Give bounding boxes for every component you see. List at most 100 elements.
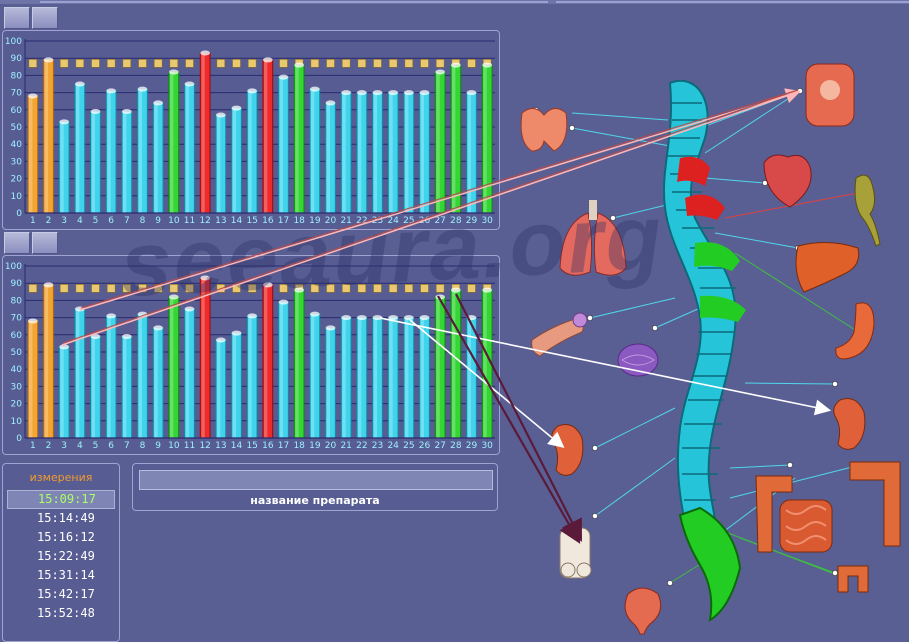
x-tick-label: 27 [434, 216, 445, 226]
reference-marker [357, 59, 367, 68]
bar-cap [341, 90, 352, 96]
nasopharynx-icon [805, 63, 855, 127]
bar-cap [341, 315, 352, 321]
bar-cap [59, 344, 70, 350]
bar-highlight [373, 317, 378, 438]
top-strip [0, 0, 909, 4]
bar-cap [27, 93, 38, 99]
x-tick-label: 27 [434, 441, 445, 451]
x-tick-label: 6 [108, 441, 114, 451]
reference-marker [75, 284, 85, 293]
x-tick-label: 2 [46, 441, 52, 451]
chart-tab-button-2[interactable] [32, 7, 58, 29]
measurement-item[interactable]: 15:31:14 [37, 568, 95, 582]
drug-panel: название препарата [132, 463, 498, 511]
reference-marker [122, 284, 132, 293]
anatomy-panel [520, 63, 901, 635]
chart-tab-button-3[interactable] [4, 232, 30, 254]
bar-highlight [357, 92, 362, 213]
x-tick-label: 24 [387, 216, 399, 226]
reference-marker [373, 284, 382, 293]
bar-highlight [75, 84, 80, 213]
bar-highlight [248, 315, 252, 438]
bar-cap [168, 294, 179, 300]
bar-cap [482, 287, 493, 293]
bar-highlight [91, 336, 96, 438]
bar-highlight [420, 92, 425, 213]
bar-highlight [467, 92, 472, 213]
x-tick-label: 13 [215, 216, 226, 226]
reference-marker [373, 59, 382, 68]
bar-highlight [263, 284, 268, 438]
measurement-item[interactable]: 15:16:12 [37, 530, 95, 544]
kidney-icon [551, 424, 584, 476]
y-tick-label: 90 [11, 54, 23, 64]
measurement-item[interactable]: 15:52:48 [37, 606, 95, 620]
reference-marker [247, 59, 257, 68]
stomach-icon [835, 302, 875, 360]
measurement-item[interactable]: 15:22:49 [37, 549, 95, 563]
x-tick-label: 13 [215, 441, 226, 451]
x-tick-label: 9 [155, 216, 161, 226]
reference-marker [75, 59, 85, 68]
y-tick-label: 60 [11, 106, 23, 116]
small-intestine-icon [779, 499, 833, 553]
y-tick-label: 70 [11, 89, 23, 99]
bar-highlight [122, 111, 127, 213]
bar-highlight [169, 71, 174, 214]
reference-marker [279, 284, 288, 293]
y-tick-label: 40 [11, 140, 23, 150]
bar-highlight [122, 336, 127, 438]
reference-marker [247, 284, 257, 293]
y-tick-label: 30 [11, 157, 23, 167]
chart-tab-button-4[interactable] [32, 232, 58, 254]
measurement-item[interactable]: 15:42:17 [37, 587, 95, 601]
bar-cap [43, 57, 54, 63]
drug-name-field[interactable] [139, 470, 493, 490]
y-tick-label: 90 [11, 279, 23, 289]
brain-icon [617, 343, 659, 377]
y-tick-label: 60 [11, 331, 23, 341]
bar-cap [231, 105, 242, 111]
bar-highlight [310, 89, 315, 213]
kidney-icon [833, 398, 866, 450]
bar-cap [450, 62, 461, 68]
bar-cap [184, 81, 195, 87]
bar-cap [200, 50, 211, 56]
pancreas-icon [531, 312, 588, 357]
bar-highlight [154, 102, 158, 213]
bar-cap [309, 311, 320, 317]
bar-highlight [404, 92, 409, 213]
x-tick-label: 2 [46, 216, 52, 226]
gallbladder-icon [854, 174, 881, 247]
x-tick-label: 17 [278, 441, 289, 451]
top-separator [556, 1, 909, 3]
x-tick-label: 12 [199, 216, 210, 226]
bar-highlight [342, 92, 346, 213]
bar-highlight [185, 84, 190, 213]
reference-marker [357, 284, 367, 293]
x-tick-label: 18 [293, 441, 305, 451]
spine-icon [662, 79, 746, 622]
x-tick-label: 8 [140, 216, 146, 226]
x-tick-label: 24 [387, 441, 399, 451]
bar-cap [450, 287, 461, 293]
bar-cap [325, 100, 336, 106]
bar-cap [247, 313, 258, 319]
y-tick-label: 0 [16, 209, 22, 219]
x-tick-label: 21 [340, 441, 351, 451]
reference-marker [91, 59, 100, 68]
bar-cap [215, 112, 226, 118]
x-tick-label: 22 [356, 216, 367, 226]
bar-cap [27, 318, 38, 324]
y-tick-label: 100 [5, 262, 22, 272]
measurement-item[interactable]: 15:14:49 [37, 511, 95, 525]
reference-marker [326, 284, 335, 293]
bar-cap [262, 57, 273, 63]
measurement-item[interactable]: 15:09:17 [7, 490, 115, 509]
bar-cap [74, 306, 85, 312]
y-tick-label: 30 [11, 382, 23, 392]
chart-tab-button-1[interactable] [4, 7, 30, 29]
